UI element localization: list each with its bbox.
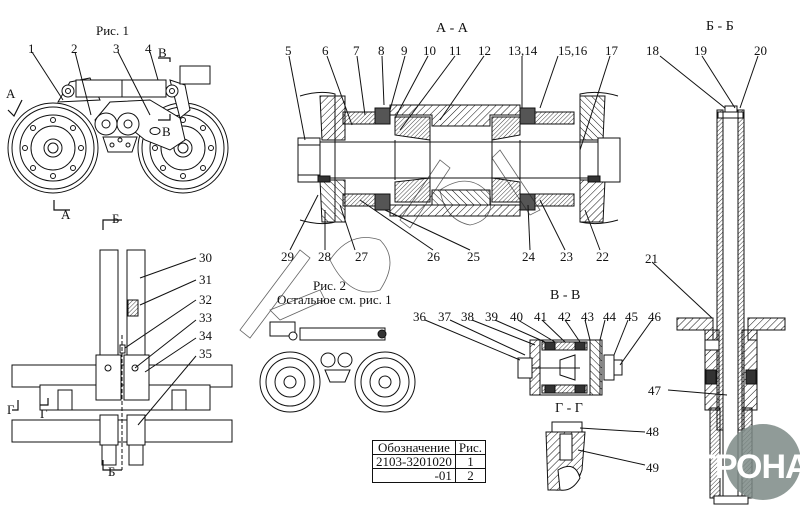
section-mark-a-bottom: А	[61, 207, 71, 222]
callout-13-14: 13,14	[508, 43, 538, 58]
column-header-figure: Рис.	[454, 440, 487, 455]
callout-19: 19	[694, 43, 707, 58]
figure-1-side-view	[7, 51, 229, 211]
figure-2-note: Остальное см. рис. 1	[277, 292, 392, 307]
callout-2: 2	[71, 41, 78, 56]
callout-44: 44	[603, 309, 616, 324]
section-mark-v-top: В	[158, 45, 167, 60]
callout-48: 48	[646, 424, 659, 439]
callout-43: 43	[581, 309, 594, 324]
figure-2-title: Рис. 2	[313, 278, 346, 293]
callout-9: 9	[401, 43, 408, 58]
callout-26: 26	[427, 249, 440, 264]
section-mark-g-right: Г	[40, 406, 48, 421]
section-mark-b-top: Б	[112, 211, 120, 226]
figure-2-side-view	[259, 321, 416, 413]
plan-view-drawing	[11, 219, 233, 471]
callout-7: 7	[353, 43, 360, 58]
callout-6: 6	[322, 43, 329, 58]
callout-49: 49	[646, 460, 659, 475]
callout-21: 21	[645, 251, 658, 266]
callout-38: 38	[461, 309, 474, 324]
callout-3: 3	[113, 41, 120, 56]
callout-23: 23	[560, 249, 573, 264]
section-a-a-drawing	[288, 55, 621, 251]
callout-47: 47	[648, 383, 661, 398]
callout-31: 31	[199, 272, 212, 287]
callout-28: 28	[318, 249, 331, 264]
designation-cell: 2103-3201020	[372, 454, 456, 469]
callout-27: 27	[355, 249, 368, 264]
agrona-logo-text: АГРОНА	[673, 448, 800, 486]
callout-40: 40	[510, 309, 523, 324]
callout-20: 20	[754, 43, 767, 58]
section-v-v-drawing	[424, 319, 653, 396]
table-row: -01 2	[372, 468, 487, 483]
designation-cell: -01	[372, 468, 456, 483]
callout-12: 12	[478, 43, 491, 58]
callout-25: 25	[467, 249, 480, 264]
section-mark-v-bottom: В	[162, 124, 171, 139]
agrona-logo-watermark	[725, 424, 800, 500]
section-g-g-drawing	[545, 421, 646, 491]
callout-18: 18	[646, 43, 659, 58]
callout-42: 42	[558, 309, 571, 324]
section-b-b-title: Б - Б	[706, 19, 734, 34]
table-row: 2103-3201020 1	[372, 454, 487, 469]
callout-15-16: 15,16	[558, 43, 588, 58]
callout-10: 10	[423, 43, 436, 58]
callout-36: 36	[413, 309, 426, 324]
callout-35: 35	[199, 346, 212, 361]
callout-4: 4	[145, 41, 152, 56]
table-header-row: Обозначение Рис.	[372, 440, 487, 455]
callout-22: 22	[596, 249, 609, 264]
callout-5: 5	[285, 43, 292, 58]
callout-46: 46	[648, 309, 661, 324]
section-mark-b-bottom: Б	[108, 464, 116, 479]
section-v-v-title: В - В	[550, 288, 581, 303]
designation-table: Обозначение Рис. 2103-3201020 1 -01 2	[372, 440, 487, 483]
callout-24: 24	[522, 249, 535, 264]
column-header-designation: Обозначение	[372, 440, 456, 455]
callout-34: 34	[199, 328, 212, 343]
callout-37: 37	[438, 309, 451, 324]
section-mark-a-top: А	[6, 86, 16, 101]
section-g-g-title: Г - Г	[555, 401, 583, 416]
section-a-a-title: А - А	[436, 21, 468, 36]
callout-45: 45	[625, 309, 638, 324]
left-wheel	[7, 102, 99, 194]
callout-8: 8	[378, 43, 385, 58]
callout-33: 33	[199, 310, 212, 325]
figure-cell: 2	[454, 468, 487, 483]
callout-39: 39	[485, 309, 498, 324]
callout-11: 11	[449, 43, 462, 58]
callout-30: 30	[199, 250, 212, 265]
figure-1-title: Рис. 1	[96, 23, 129, 38]
callout-1: 1	[28, 41, 35, 56]
callout-32: 32	[199, 292, 212, 307]
callout-41: 41	[534, 309, 547, 324]
section-mark-g-left: Г	[7, 402, 15, 417]
callout-17: 17	[605, 43, 618, 58]
kakat-watermark	[239, 149, 541, 339]
figure-cell: 1	[454, 454, 487, 469]
callout-29: 29	[281, 249, 294, 264]
